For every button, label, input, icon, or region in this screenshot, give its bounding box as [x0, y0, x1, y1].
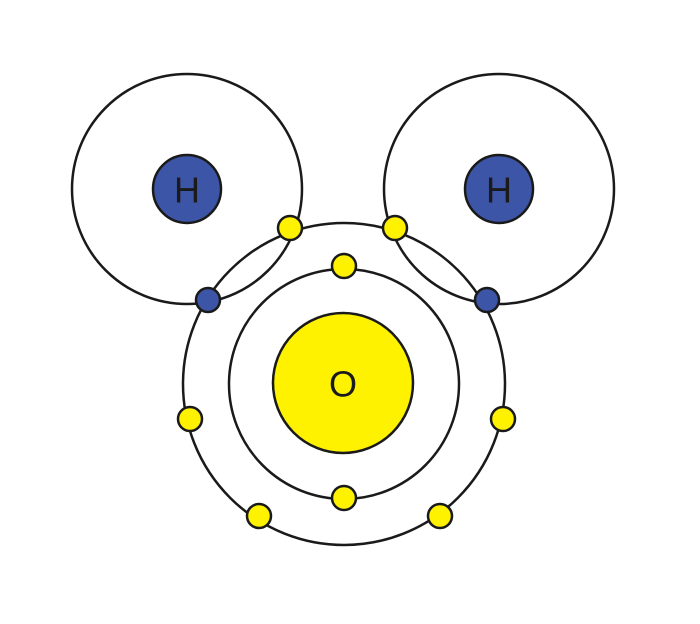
oxygen-outer-electron-right [489, 405, 517, 433]
hydrogen-left-electron [194, 286, 222, 314]
oxygen-inner-electron-bottom [330, 484, 358, 512]
oxygen-shared-electron-right [381, 214, 409, 242]
hydrogen-right-electron [473, 286, 501, 314]
hydrogen-right-atom: H [463, 153, 535, 225]
oxygen-outer-shell [181, 221, 507, 547]
oxygen-outer-electron-left [176, 405, 204, 433]
oxygen-symbol: O [329, 364, 357, 405]
hydrogen-right-symbol: H [486, 170, 512, 211]
hydrogen-left-nucleus [151, 153, 223, 225]
hydrogen-right-nucleus [463, 153, 535, 225]
hydrogen-left-shell [70, 72, 304, 306]
oxygen-nucleus [271, 311, 415, 455]
oxygen-shared-electron-left [276, 214, 304, 242]
hydrogen-left-symbol: H [174, 170, 200, 211]
hydrogen-left-atom: H [151, 153, 223, 225]
oxygen-atom: O [271, 311, 415, 455]
oxygen-outer-electron-bottom-right [426, 502, 454, 530]
oxygen-outer-electron-bottom-left [245, 502, 273, 530]
oxygen-inner-electron-top [330, 252, 358, 280]
